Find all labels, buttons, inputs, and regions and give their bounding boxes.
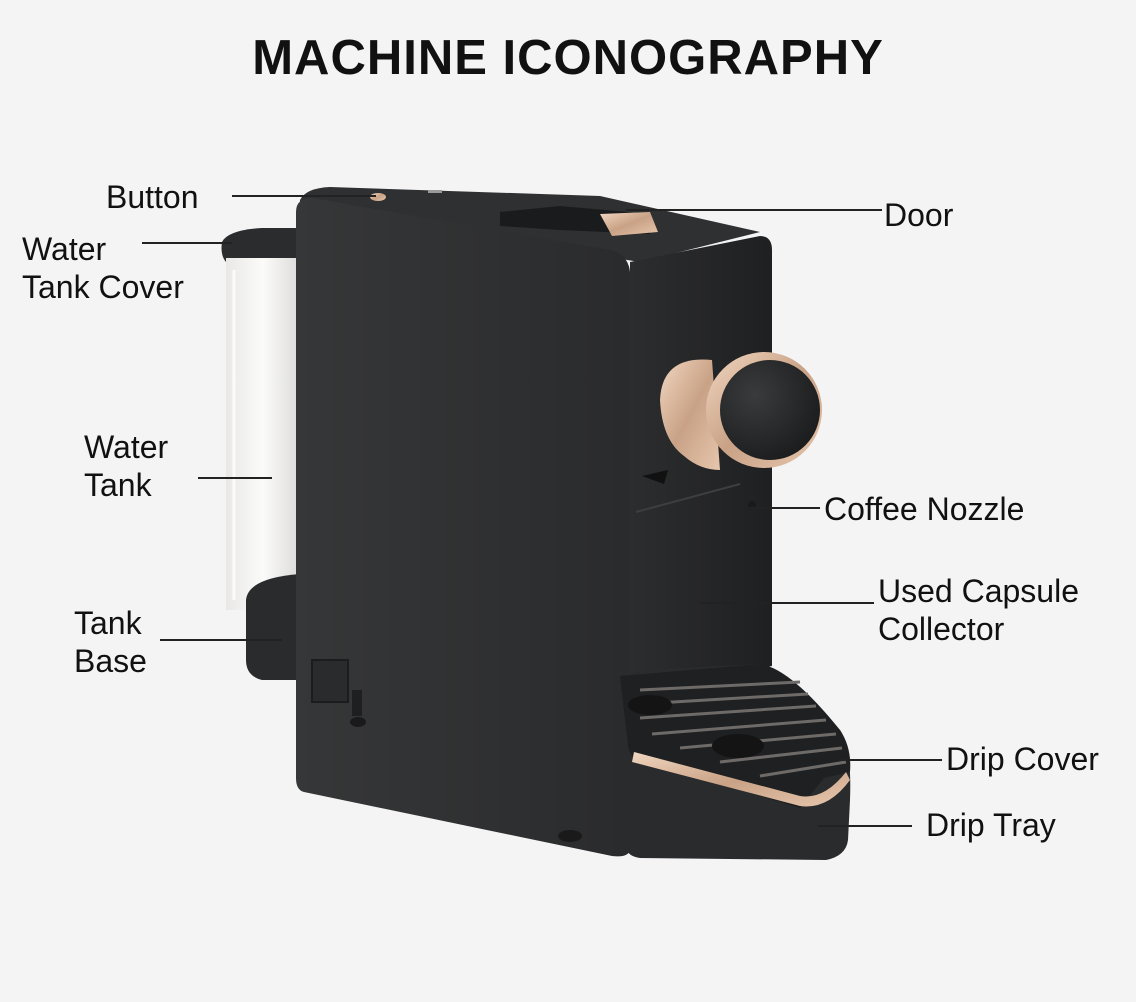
label-water-tank: Water Tank [84,429,169,503]
label-used-capsule-collector: Used Capsule Collector [878,573,1079,647]
tank-base [246,574,300,680]
coffee-knob [720,360,820,460]
label-door: Door [884,197,954,233]
machine-side-body [296,198,630,857]
page-title: MACHINE ICONOGRAPHY [252,31,884,85]
label-water-tank-cover: Water Tank Cover [22,231,184,305]
label-drip-cover: Drip Cover [946,741,1099,777]
water-tank [226,258,300,610]
label-coffee-nozzle: Coffee Nozzle [824,491,1025,527]
water-tank-cover [221,228,300,262]
label-drip-tray: Drip Tray [926,807,1056,843]
label-button: Button [106,179,199,215]
label-tank-base: Tank Base [74,605,147,679]
